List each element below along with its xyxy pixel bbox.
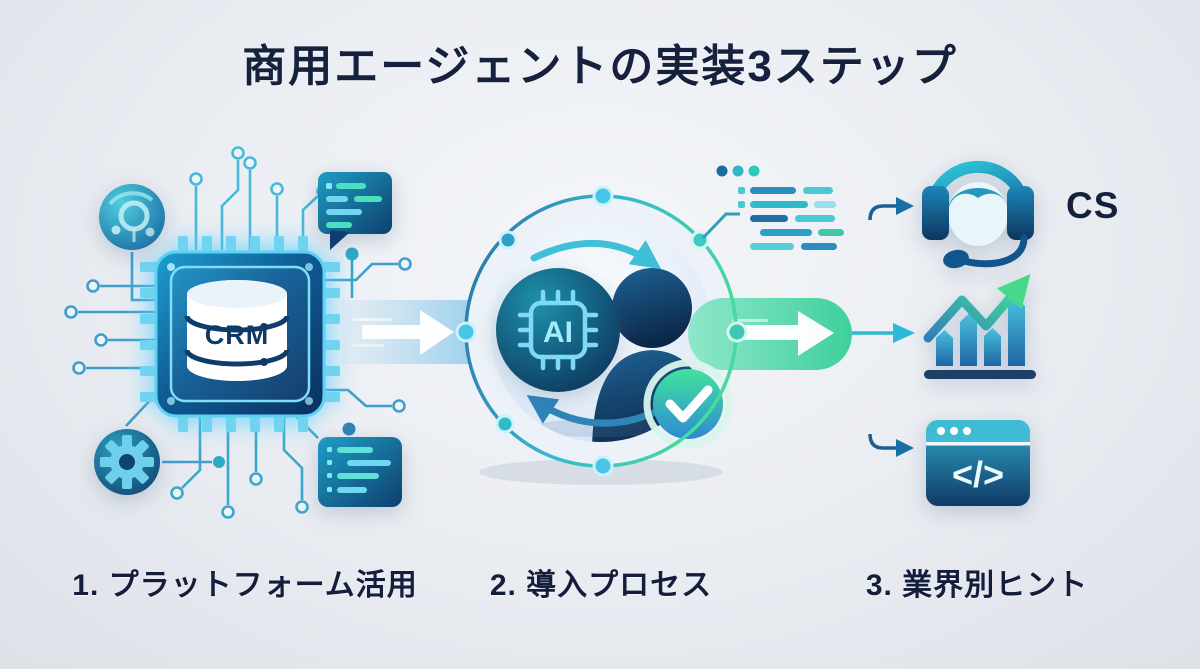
page-title: 商用エージェントの実装3ステップ (242, 42, 958, 91)
cs-label: CS (1066, 185, 1119, 226)
gear-icon (94, 429, 160, 495)
flow-arrow-right (688, 298, 852, 370)
step-label-3: 3. 業界別ヒント (865, 569, 1089, 602)
code-window-icon: </> (926, 420, 1030, 506)
step-label-1: 1. プラットフォーム活用 (72, 569, 418, 602)
growth-chart-icon (923, 274, 1036, 379)
checkmark-badge-icon (643, 359, 733, 449)
code-snippet-icon (701, 165, 844, 250)
database-icon: CRM (184, 280, 290, 381)
crm-label: CRM (205, 320, 270, 350)
list-card-icon (318, 437, 402, 507)
ring-nodes (455, 185, 748, 477)
cpu-chip-icon: CRM (140, 236, 340, 432)
circuit-traces (64, 146, 412, 519)
headset-icon (922, 160, 1034, 269)
code-glyph: </> (952, 454, 1004, 495)
network-sphere-icon (99, 184, 165, 250)
step-label-2: 2. 導入プロセス (489, 569, 713, 602)
ai-chip-icon: AI (496, 268, 620, 392)
ai-label: AI (543, 316, 573, 349)
flow-arrow-left (342, 300, 472, 364)
branch-arrows (852, 197, 915, 457)
chat-bubble-icon (318, 172, 392, 250)
